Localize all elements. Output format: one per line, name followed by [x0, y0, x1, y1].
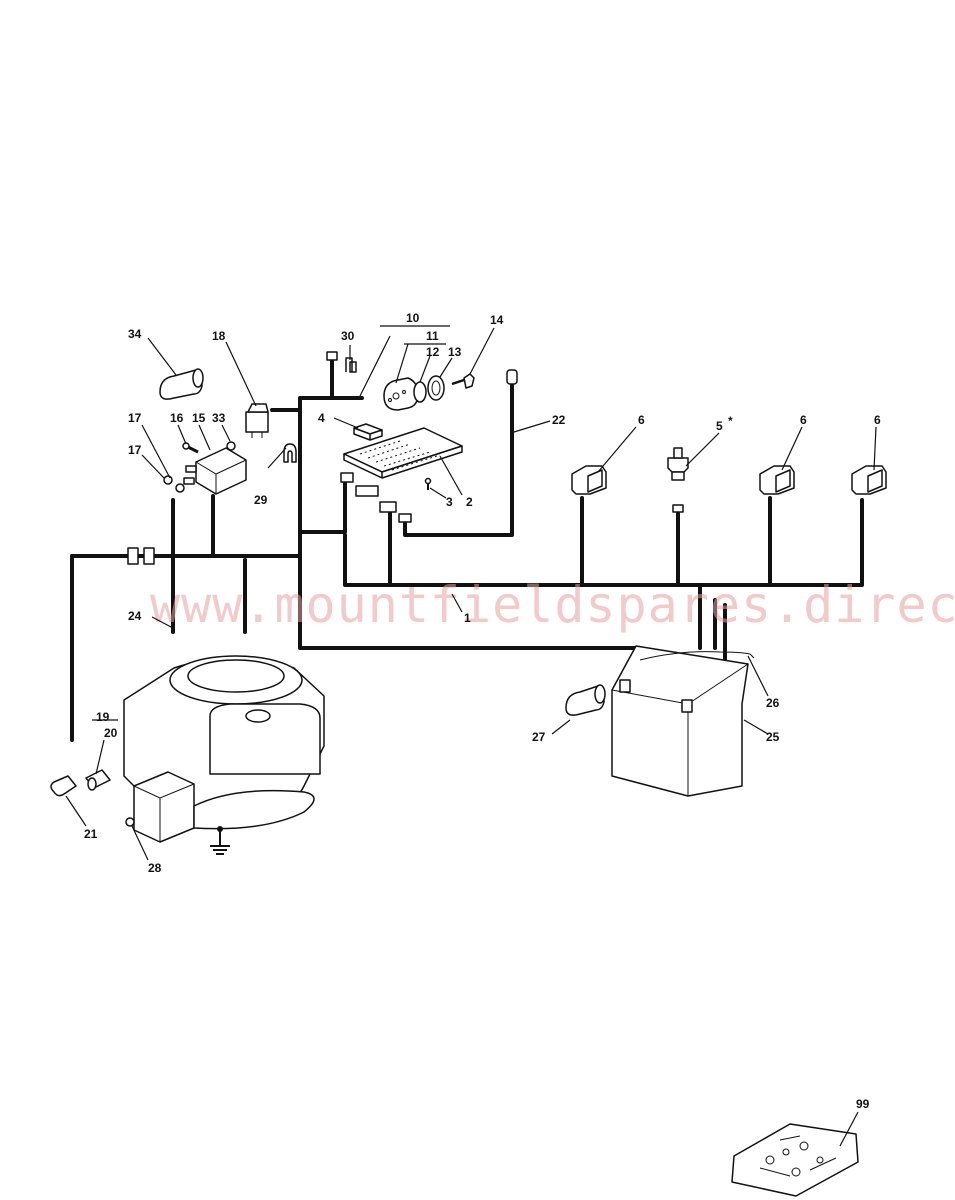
fuse-holder-icon: [143, 547, 155, 565]
callout-10: 10: [406, 311, 420, 325]
callout-29: 29: [254, 493, 268, 507]
ignition-bezel-icon: [427, 375, 445, 401]
nut-icon: [125, 817, 135, 827]
engine-icon: [123, 655, 325, 843]
callout-2: 2: [466, 495, 473, 509]
callout-17: 17: [128, 443, 142, 457]
callout-labels: 34 18 17 16 15 33 17 29 30 10 11 12 13 1…: [84, 311, 881, 1111]
callout-4: 4: [318, 411, 325, 425]
connector-block-icon: [398, 513, 412, 523]
callout-21: 21: [84, 827, 98, 841]
lamp-bulb-icon: [50, 775, 77, 797]
lamp-holder-icon: [85, 769, 111, 791]
ignition-nut-icon: [413, 381, 427, 403]
callout-25: 25: [766, 730, 780, 744]
safety-switch-icon: [571, 465, 607, 495]
callout-5: 5: [716, 419, 723, 433]
screw-icon: [424, 477, 432, 490]
callout-15: 15: [192, 411, 206, 425]
solenoid-icon: [183, 447, 247, 495]
clip-icon: [283, 443, 297, 463]
callout-16: 16: [170, 411, 184, 425]
callout-6: 6: [800, 413, 807, 427]
battery-strap-icon: [639, 651, 755, 661]
nut-icon: [226, 441, 236, 451]
battery-icon: [611, 645, 749, 797]
connector-clip-icon: [326, 351, 357, 373]
rocker-switch-icon: [245, 403, 269, 438]
leader-lines: [65, 325, 877, 1147]
callout-14: 14: [490, 313, 504, 327]
washer-icon: [175, 483, 185, 493]
callout-26: 26: [766, 696, 780, 710]
callout-19: 19: [96, 710, 110, 724]
terminal-cap-icon: [565, 684, 606, 716]
callout-27: 27: [532, 730, 546, 744]
ignition-key-icon: [451, 373, 475, 389]
callout-33: 33: [212, 411, 226, 425]
lead-connector-icon: [506, 369, 518, 385]
relay-icon: [353, 423, 383, 441]
watermark: www.mountfieldspares.direct: [150, 576, 955, 634]
callout-6: 6: [874, 413, 881, 427]
fixing-kit-icon: [731, 1123, 859, 1197]
callout-13: 13: [448, 345, 462, 359]
ground-icon: [210, 826, 230, 855]
connector-block-icon: [340, 472, 354, 483]
callout-1: 1: [464, 611, 471, 625]
callout-17: 17: [128, 411, 142, 425]
callout-34: 34: [128, 327, 142, 341]
callout-30: 30: [341, 329, 355, 343]
callout-28: 28: [148, 861, 162, 875]
connector-block-icon: [355, 485, 379, 497]
callout-24: 24: [128, 609, 142, 623]
pressure-switch-icon: [667, 447, 689, 513]
callout-3: 3: [446, 495, 453, 509]
safety-switch-icon: [851, 465, 887, 495]
circuit-board-icon: [343, 427, 463, 479]
callout-5-star: *: [728, 414, 733, 428]
ignition-switch-icon: [383, 377, 419, 411]
nut-icon: [163, 475, 173, 485]
connector-block-icon: [379, 501, 397, 513]
wiring-harness: [70, 358, 864, 742]
fuse-holder-icon: [127, 547, 139, 565]
safety-switch-icon: [759, 465, 795, 495]
callout-99: 99: [856, 1097, 870, 1111]
callout-6: 6: [638, 413, 645, 427]
terminal-cap-icon: [159, 368, 204, 400]
bolt-icon: [182, 442, 199, 454]
callout-11: 11: [426, 329, 439, 343]
callout-22: 22: [552, 413, 566, 427]
callout-20: 20: [104, 726, 118, 740]
callout-18: 18: [212, 329, 226, 343]
callout-12: 12: [426, 345, 440, 359]
